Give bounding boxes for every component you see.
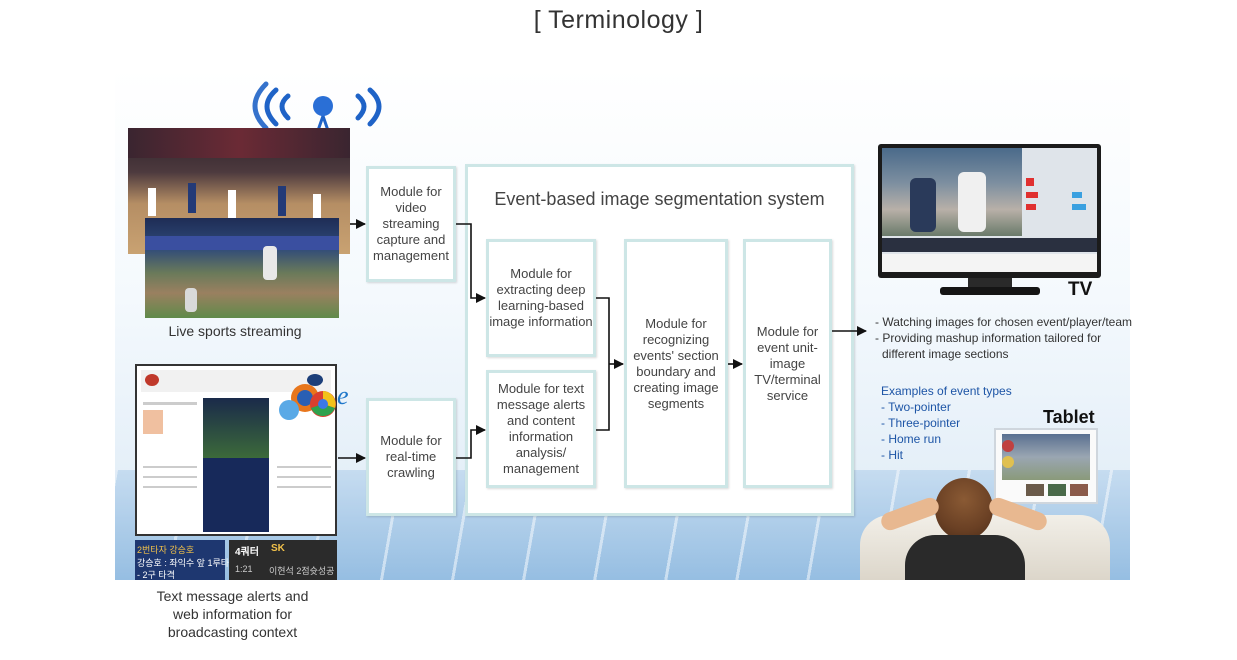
- team-label: SK: [271, 543, 285, 554]
- example-two-pointer: - Two-pointer: [881, 400, 951, 414]
- crawling-module: Module for real-time crawling: [366, 398, 456, 516]
- page-title: [ Terminology ]: [533, 6, 704, 34]
- text-analysis-module: Module for text message alerts and conte…: [486, 370, 596, 488]
- video-capture-module: Module for video streaming capture and m…: [366, 166, 456, 282]
- tv-screen-image: [882, 148, 1097, 272]
- example-home-run: - Home run: [881, 432, 942, 446]
- tablet-label: Tablet: [1043, 407, 1095, 427]
- game-clock: 1:21: [235, 564, 253, 574]
- baseball-stream-image: [145, 218, 339, 318]
- example-three-pointer: - Three-pointer: [881, 416, 961, 430]
- examples-title: Examples of event types: [881, 384, 1012, 398]
- example-hit: - Hit: [881, 448, 903, 462]
- deep-learning-module: Module for extracting deep learning-base…: [486, 239, 596, 357]
- viewer-body: [905, 535, 1025, 580]
- event-recognition-module: Module for recognizing events' section b…: [624, 239, 728, 488]
- baseball-text-alert: 2번타자 강승호 강승호 : 좌익수 앞 1루타 - 2구 타격: [135, 540, 229, 580]
- tablet-device: [994, 428, 1098, 504]
- alert-row-3: - 2구 타격: [137, 570, 175, 580]
- output-bullet-1: - Watching images for chosen event/playe…: [875, 315, 1133, 329]
- alert-row-1: 2번타자 강승호: [137, 545, 195, 555]
- output-bullet-2: - Providing mashup information tailored …: [875, 331, 1102, 345]
- web-info-caption: Text message alerts and web information …: [156, 588, 309, 640]
- quarter-label: 4쿼터: [235, 547, 259, 558]
- basketball-text-alert: 4쿼터 SK 1:21 이현석 2점슛성공: [229, 540, 337, 580]
- output-bullet-3: different image sections: [882, 347, 1009, 361]
- browser-logos-icon: e: [279, 381, 349, 420]
- tv-stand-base: [940, 287, 1040, 295]
- live-streaming-caption: Live sports streaming: [168, 323, 302, 339]
- play-alert: 이현석 2점슛성공: [269, 566, 335, 576]
- svg-text:e: e: [337, 381, 349, 410]
- service-module: Module for event unit-image TV/terminal …: [743, 239, 832, 488]
- tv-label: TV: [1068, 279, 1093, 300]
- tv-stand-neck: [968, 278, 1012, 288]
- system-title: Event-based image segmentation system: [494, 189, 825, 209]
- alert-row-2: 강승호 : 좌익수 앞 1루타: [137, 558, 230, 568]
- viewer-head: [935, 478, 993, 540]
